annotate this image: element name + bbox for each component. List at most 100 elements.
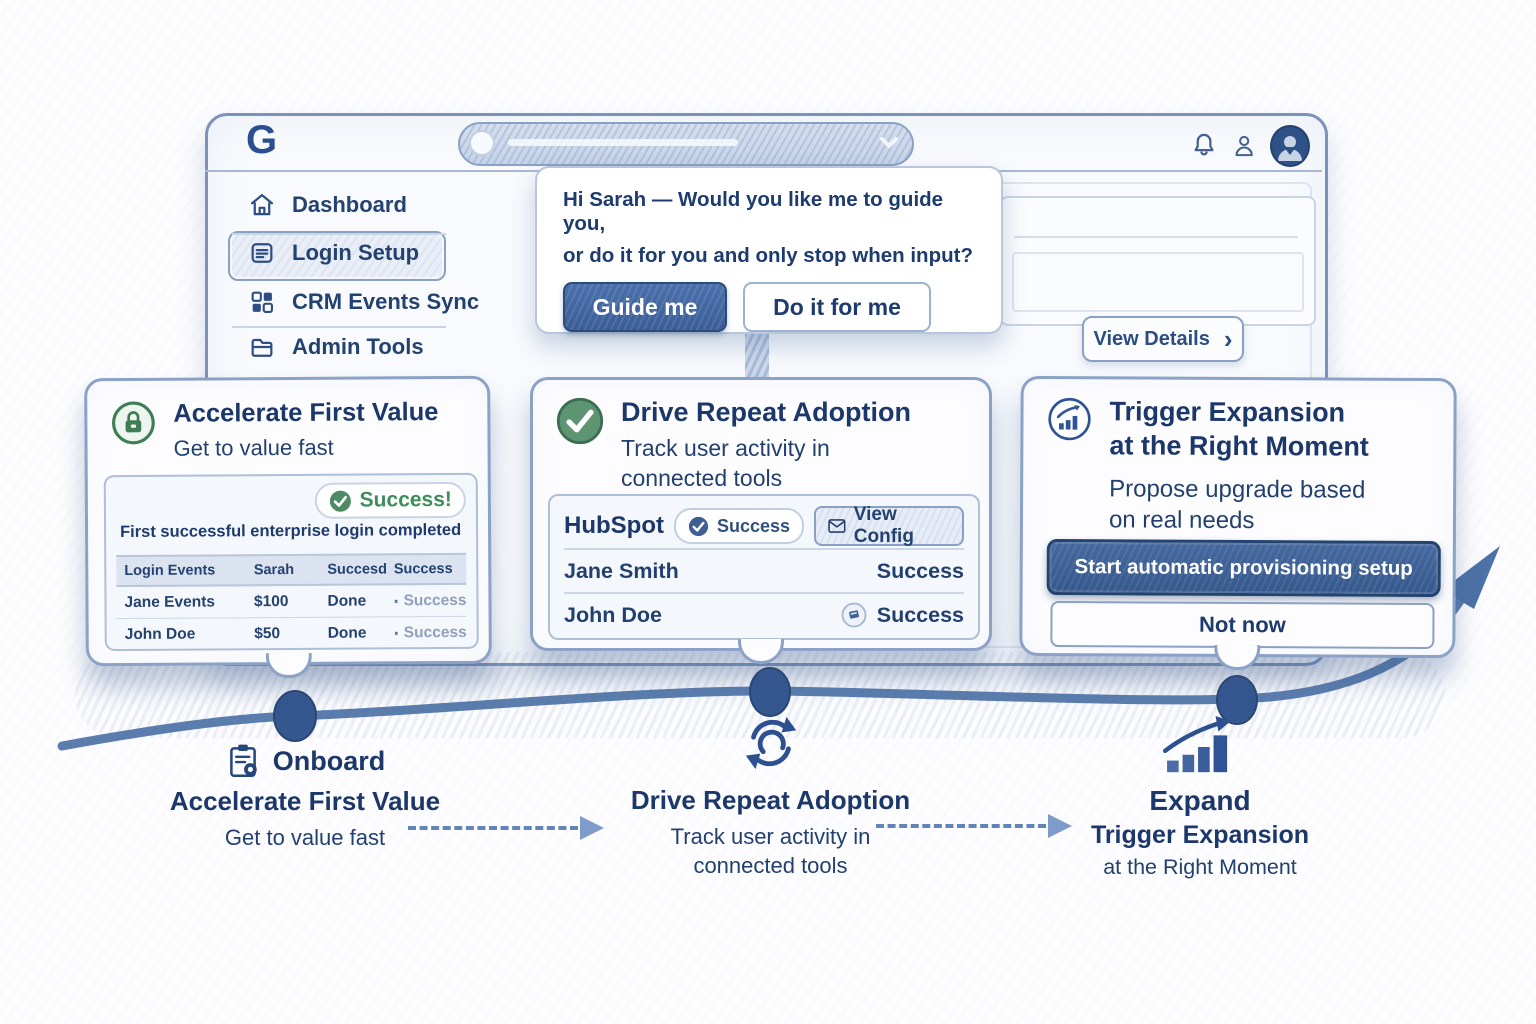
success-badge: Success! [314, 481, 466, 519]
assistant-chat-bubble: Hi Sarah — Would you like me to guide yo… [535, 166, 1003, 334]
start-provisioning-button[interactable]: Start automatic provisioning setup [1046, 538, 1441, 598]
stage-heading: Expand [1149, 785, 1251, 816]
assistant-message-line1: Hi Sarah — Would you like me to guide yo… [563, 188, 944, 235]
arrow-head-icon [580, 816, 604, 840]
stage-adopt: Drive Repeat Adoption Track user activit… [578, 712, 963, 880]
home-icon [250, 193, 274, 216]
card-title-line2: at the Right Moment [1109, 430, 1369, 462]
check-circle-icon [394, 599, 398, 603]
card-title: Accelerate First Value [173, 398, 439, 428]
sidebar-divider [232, 326, 446, 328]
card-title-line1: Trigger Expansion [1109, 396, 1346, 428]
stage-subtitle: Get to value fast [224, 825, 386, 850]
dashed-line [408, 826, 578, 830]
folder-icon [251, 338, 273, 357]
success-check-icon [329, 490, 351, 512]
dashed-line [876, 824, 1046, 828]
search-bar[interactable] [458, 122, 914, 166]
sidebar-item-label: Login Setup [292, 240, 420, 265]
view-details-label: View Details [1093, 327, 1210, 350]
cell-name: John Doe [124, 625, 196, 643]
login-events-panel: Success! First successful enterprise log… [103, 472, 479, 652]
growth-chart-icon [1048, 397, 1091, 441]
col-header: Sarah [253, 561, 295, 579]
sidebar-divider [232, 233, 446, 235]
check-circle-icon [394, 631, 398, 635]
avatar[interactable] [1270, 125, 1310, 167]
sidebar-item-label: Dashboard [292, 192, 407, 217]
cell-state: Done [327, 624, 367, 642]
card-subtitle-line2: connected tools [621, 464, 783, 491]
card-subtitle-line1: Track user activity in [621, 434, 830, 461]
table-row: Jane Events $100 Done Success [116, 585, 466, 618]
col-header: Success [393, 560, 453, 578]
col-header: Login Events [124, 562, 216, 580]
event-text: First successful enterprise login comple… [120, 520, 462, 542]
stage-expand: Expand Trigger Expansion at the Right Mo… [1035, 716, 1365, 882]
integration-name: HubSpot [564, 512, 664, 539]
view-config-button[interactable]: View Config [814, 504, 964, 547]
stage-arrow [876, 814, 1072, 838]
lock-icon [112, 401, 155, 445]
sidebar-item-dashboard[interactable]: Dashboard [248, 191, 407, 219]
col-header: Succesd [327, 561, 388, 578]
repeat-cycle-icon [745, 716, 796, 770]
user-name: John Doe [564, 602, 662, 627]
stage-subtitle-line1: Track user activity in [670, 824, 871, 849]
user-icon[interactable] [1232, 132, 1256, 160]
not-now-button[interactable]: Not now [1050, 601, 1435, 650]
assistant-message-line2: or do it for you and only stop when inpu… [563, 244, 973, 267]
stage-heading: Onboard [272, 745, 386, 776]
stage-title: Drive Repeat Adoption [630, 785, 911, 815]
stamp-icon [841, 602, 867, 628]
chevron-down-icon[interactable] [880, 137, 898, 149]
login-events-table: Login Events Sarah Succesd Success Jane … [116, 552, 467, 651]
card-accelerate-first-value: Accelerate First Value Get to value fast… [84, 375, 492, 679]
cell-amount: $50 [254, 624, 281, 642]
guide-me-button[interactable]: Guide me [563, 282, 727, 332]
user-row: John Doe Success [564, 592, 964, 636]
view-details-button[interactable]: View Details › [1082, 316, 1244, 362]
bell-icon[interactable] [1190, 130, 1218, 162]
success-badge-label: Success! [359, 487, 452, 512]
stage-arrow [408, 816, 604, 840]
integration-panel: HubSpot Success View Config [548, 494, 980, 640]
sidebar-item-crm-events-sync[interactable]: CRM Events Sync [248, 288, 479, 316]
stage-title: Accelerate First Value [169, 786, 441, 816]
bar-growth-icon [1162, 716, 1231, 773]
cell-name: Jane Events [124, 592, 216, 611]
view-config-label: View Config [853, 504, 914, 547]
card-title: Drive Repeat Adoption [621, 397, 912, 427]
sidebar-item-label: CRM Events Sync [292, 289, 480, 314]
table-header-row: Login Events Sarah Succesd Success [116, 552, 467, 588]
sidebar-item-admin-tools[interactable]: Admin Tools [248, 333, 424, 361]
status-badge: Success [673, 508, 805, 544]
sidebar-item-login-setup[interactable]: Login Setup [248, 239, 419, 267]
user-row: Jane Smith Success [564, 548, 964, 592]
wireframe-card [1000, 196, 1316, 326]
stage-subtitle-line2: connected tools [693, 852, 848, 878]
stage-onboard: Onboard Accelerate First Value Get to va… [140, 742, 470, 853]
check-circle-icon [556, 397, 604, 445]
search-input[interactable] [508, 139, 738, 146]
cell-status: Success [403, 623, 467, 641]
integration-row: HubSpot Success View Config [564, 504, 964, 548]
form-lines-icon [251, 243, 273, 263]
app-logo: G [246, 118, 278, 162]
stage-title: Trigger Expansion [1090, 821, 1310, 849]
chevron-right-icon: › [1223, 324, 1233, 354]
check-circle-icon [688, 516, 709, 536]
card-subtitle: Get to value fast [173, 434, 334, 461]
card-drive-repeat-adoption: Drive Repeat Adoption Track user activit… [530, 377, 992, 664]
user-status: Success [876, 558, 964, 583]
do-it-for-me-button[interactable]: Do it for me [743, 282, 931, 332]
card-subtitle-line1: Propose upgrade based [1109, 474, 1366, 504]
stage-subtitle: at the Right Moment [1103, 855, 1297, 879]
user-status: Success [876, 602, 964, 627]
cell-amount: $100 [253, 592, 289, 610]
table-row: John Doe $50 Done Success [116, 615, 467, 651]
status-badge-label: Success [716, 515, 791, 536]
integration-blocks-icon [251, 291, 273, 313]
arrow-head-icon [1048, 814, 1072, 838]
